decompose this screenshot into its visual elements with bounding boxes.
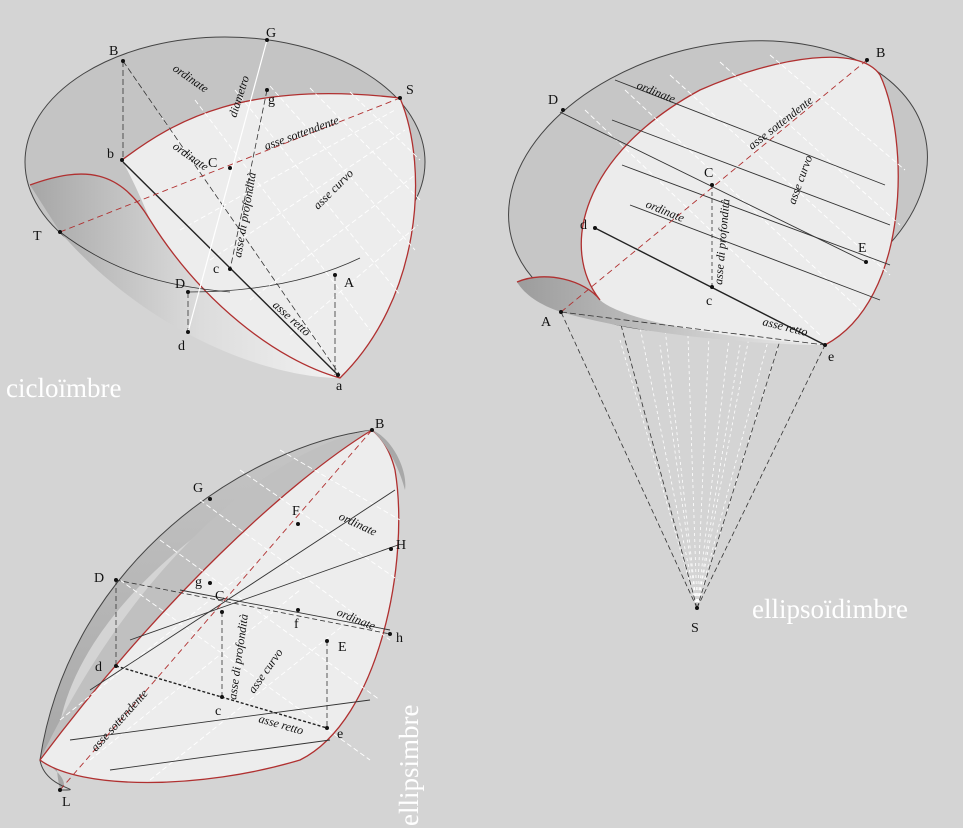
ellipse-point-L: L	[62, 795, 71, 810]
ellipse-point-H: H	[396, 538, 406, 553]
ellipse-red-curve	[39, 429, 400, 784]
ellipsoid-point-B: B	[876, 46, 885, 61]
ellipse-point-d: d	[95, 660, 102, 675]
cycloid-base-curve	[187, 257, 361, 293]
ellipse-point-g: g	[195, 575, 202, 590]
cycloid-points	[58, 38, 402, 377]
cycloid-point-A: A	[344, 276, 355, 291]
title-ellipsoidimbre: ellipsoïdimbre	[752, 594, 908, 624]
cycloid-inner-curve	[59, 231, 231, 293]
ellipsoid-points	[559, 58, 869, 610]
cycloid-asse-sottendente-line	[59, 97, 401, 233]
cycloid-red-curve	[29, 92, 417, 379]
ellipsoid-point-D: D	[548, 93, 558, 108]
ellipsoid-point-d: d	[580, 218, 587, 233]
title-ellipsimbre: ellipsimbre	[394, 705, 424, 826]
cycloid-diametro-line	[187, 39, 268, 333]
ellipsoid-light-surface	[581, 57, 899, 345]
cycloid-point-b: b	[107, 147, 114, 162]
cycloid-point-d: d	[178, 339, 185, 354]
ellipse-point-C: C	[215, 589, 224, 604]
ellipsoid-asse-retto-line	[594, 227, 826, 346]
ellipse-point-G: G	[193, 481, 203, 496]
title-cicloimbre: cicloïmbre	[6, 373, 121, 403]
cycloid-point-g: g	[268, 93, 275, 108]
ellipse-points	[58, 428, 393, 792]
cycloid-point-c: c	[213, 262, 219, 277]
ellipse-point-e: e	[337, 727, 343, 742]
cycloid-point-D: D	[175, 277, 185, 292]
ellipse-asse-retto-line	[115, 665, 328, 729]
cycloid-figure: B G g S b C T c D A d a ordinate diametr…	[24, 26, 426, 394]
cycloid-point-C: C	[208, 156, 217, 171]
ellipsoid-point-C: C	[704, 166, 713, 181]
cycloid-light-surface	[122, 93, 416, 379]
ellipse-point-f: f	[294, 617, 299, 632]
ellipse-shaded-surface	[40, 430, 372, 790]
cycloid-dashed-lines	[122, 60, 341, 376]
ellipse-point-h: h	[396, 631, 403, 646]
cycloid-point-B: B	[109, 44, 118, 59]
ellipsoid-asse-sottendente-line	[560, 59, 868, 313]
ellipse-right-cap	[372, 430, 406, 490]
cycloid-shaded-surface	[30, 174, 340, 378]
cycloid-point-a: a	[336, 379, 343, 394]
ellipsoid-red-curve	[516, 56, 899, 346]
ellipse-figure: B G F H D g C f E h d c e L ordinate ord…	[39, 417, 406, 810]
ellipsoid-point-e: e	[828, 350, 834, 365]
ellipsoid-point-E: E	[858, 241, 867, 256]
ellipse-white-grid	[59, 449, 401, 781]
ellipse-point-B: B	[375, 417, 384, 432]
ellipse-point-c: c	[215, 704, 221, 719]
cycloid-point-T: T	[33, 229, 42, 244]
ellipsoid-point-c: c	[706, 294, 712, 309]
ellipse-point-F: F	[292, 504, 300, 519]
ellipse-point-E: E	[338, 640, 347, 655]
ellipsoid-base-line	[560, 311, 826, 346]
cycloid-point-G: G	[266, 26, 276, 41]
ellipsoid-white-grid	[584, 54, 906, 336]
ellipsoid-cone-dashed-lines	[560, 59, 868, 609]
ellipse-ordinate-lines	[69, 489, 399, 771]
ellipse-dashed-lines	[115, 579, 391, 728]
ellipsoid-point-S: S	[691, 621, 699, 636]
ellipsoid-point-A: A	[541, 315, 552, 330]
cycloid-point-S: S	[406, 83, 414, 98]
ellipse-point-D: D	[94, 571, 104, 586]
cycloid-white-grid	[159, 85, 421, 361]
ellipsoid-figure: D B C d E c A e S ordinate asse sottende…	[508, 40, 928, 636]
